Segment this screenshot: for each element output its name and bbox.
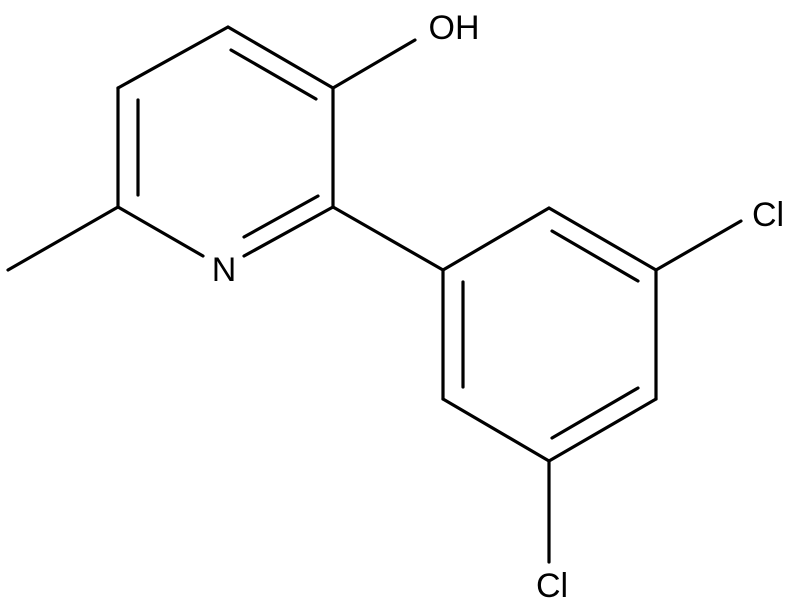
pyridine-ring xyxy=(116,25,335,258)
bond-c6-n1 xyxy=(116,205,205,258)
bond-p5-p6 xyxy=(441,397,551,463)
bond-n1-c2 xyxy=(242,205,335,258)
bond-p4-p5 xyxy=(547,397,658,463)
nitrogen-label: N xyxy=(212,251,237,289)
oh-label: OH xyxy=(429,9,480,47)
chlorine-lower-label: Cl xyxy=(536,567,568,605)
bond-c3-c4-inner xyxy=(229,48,318,101)
bond-p2-p3-inner xyxy=(550,229,640,283)
bond-p3-cl xyxy=(654,219,743,272)
bond-c6-methyl xyxy=(6,205,120,272)
bond-n1-c2-inner xyxy=(242,194,320,239)
bond-p4-p5-inner xyxy=(550,386,640,440)
phenyl-ring xyxy=(441,206,658,463)
bond-p1-p2 xyxy=(441,206,551,272)
bond-p2-p3 xyxy=(547,206,658,272)
chlorine-upper-label: Cl xyxy=(752,196,784,234)
bond-c4-c5 xyxy=(116,25,230,90)
bond-c2-phenyl xyxy=(331,205,445,272)
bond-c3-oh xyxy=(331,38,417,90)
bond-c3-c4 xyxy=(226,25,335,90)
